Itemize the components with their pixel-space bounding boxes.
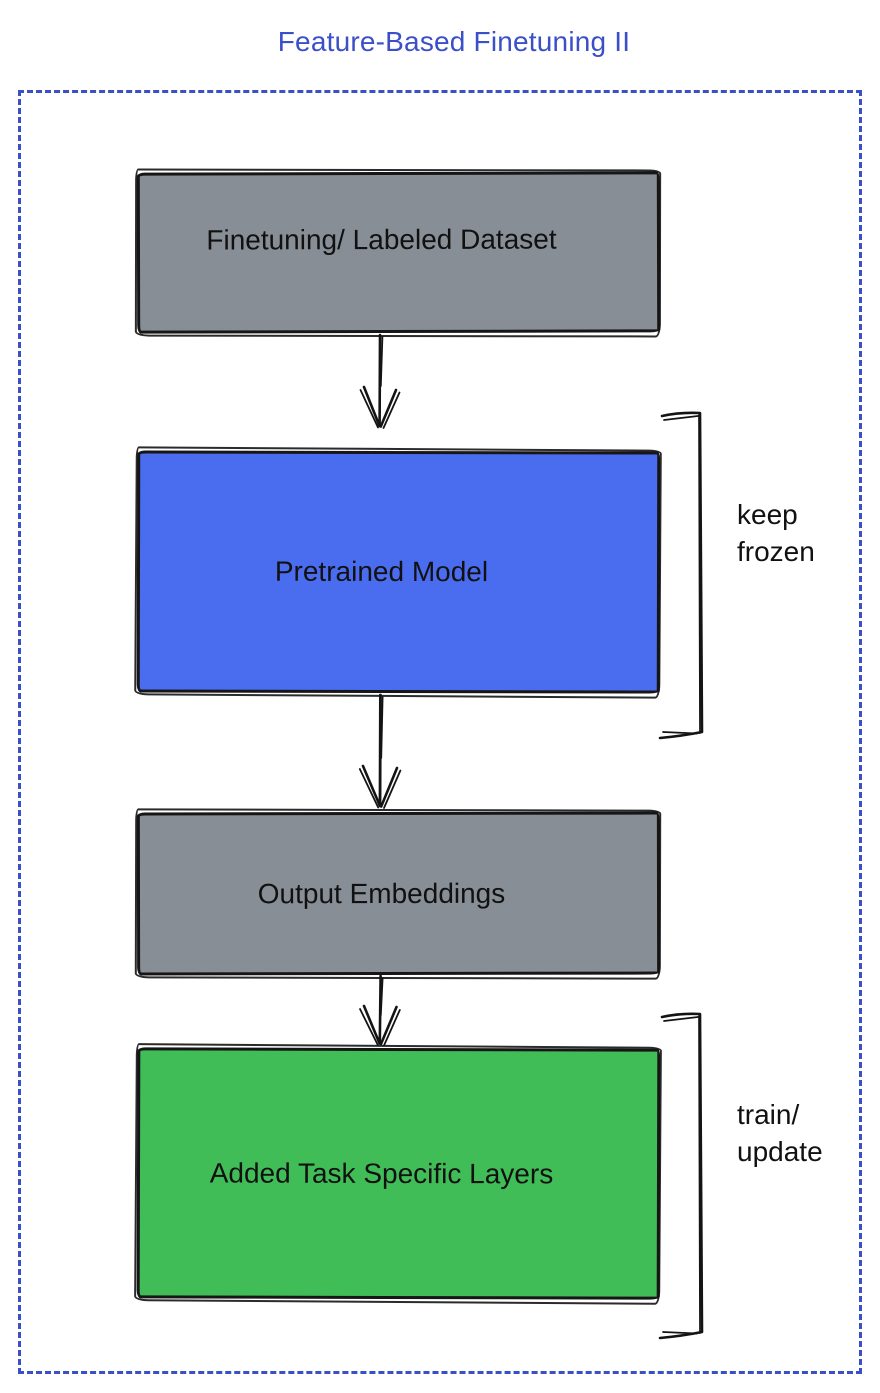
annotation-line: frozen bbox=[737, 536, 815, 567]
node-label: Pretrained Model bbox=[274, 555, 489, 588]
node-label: Added Task Specific Layers bbox=[209, 1157, 554, 1189]
diagram-frame-border bbox=[18, 90, 862, 1374]
train-update-label: train/ update bbox=[737, 1096, 823, 1170]
diagram-title: Feature-Based Finetuning II bbox=[277, 26, 631, 57]
node-added-task-specific-layers: Added Task Specific Layers bbox=[136, 1047, 661, 1300]
keep-frozen-bracket bbox=[658, 411, 704, 740]
flow-arrow-down-icon bbox=[358, 693, 402, 809]
node-pretrained-model: Pretrained Model bbox=[136, 450, 661, 694]
annotation-line: train/ bbox=[737, 1099, 800, 1130]
node-output-embeddings: Output Embeddings bbox=[136, 811, 661, 976]
annotation-line: keep bbox=[737, 499, 798, 530]
node-label: Output Embeddings bbox=[257, 877, 506, 909]
node-finetuning-labeled-dataset: Finetuning/ Labeled Dataset bbox=[136, 171, 661, 334]
train-update-bracket bbox=[658, 1012, 704, 1340]
flow-arrow-down-icon bbox=[359, 974, 401, 1047]
node-label: Finetuning/ Labeled Dataset bbox=[206, 223, 557, 256]
keep-frozen-label: keep frozen bbox=[737, 496, 815, 570]
flow-arrow-down-icon bbox=[359, 333, 401, 429]
annotation-line: update bbox=[737, 1136, 823, 1167]
